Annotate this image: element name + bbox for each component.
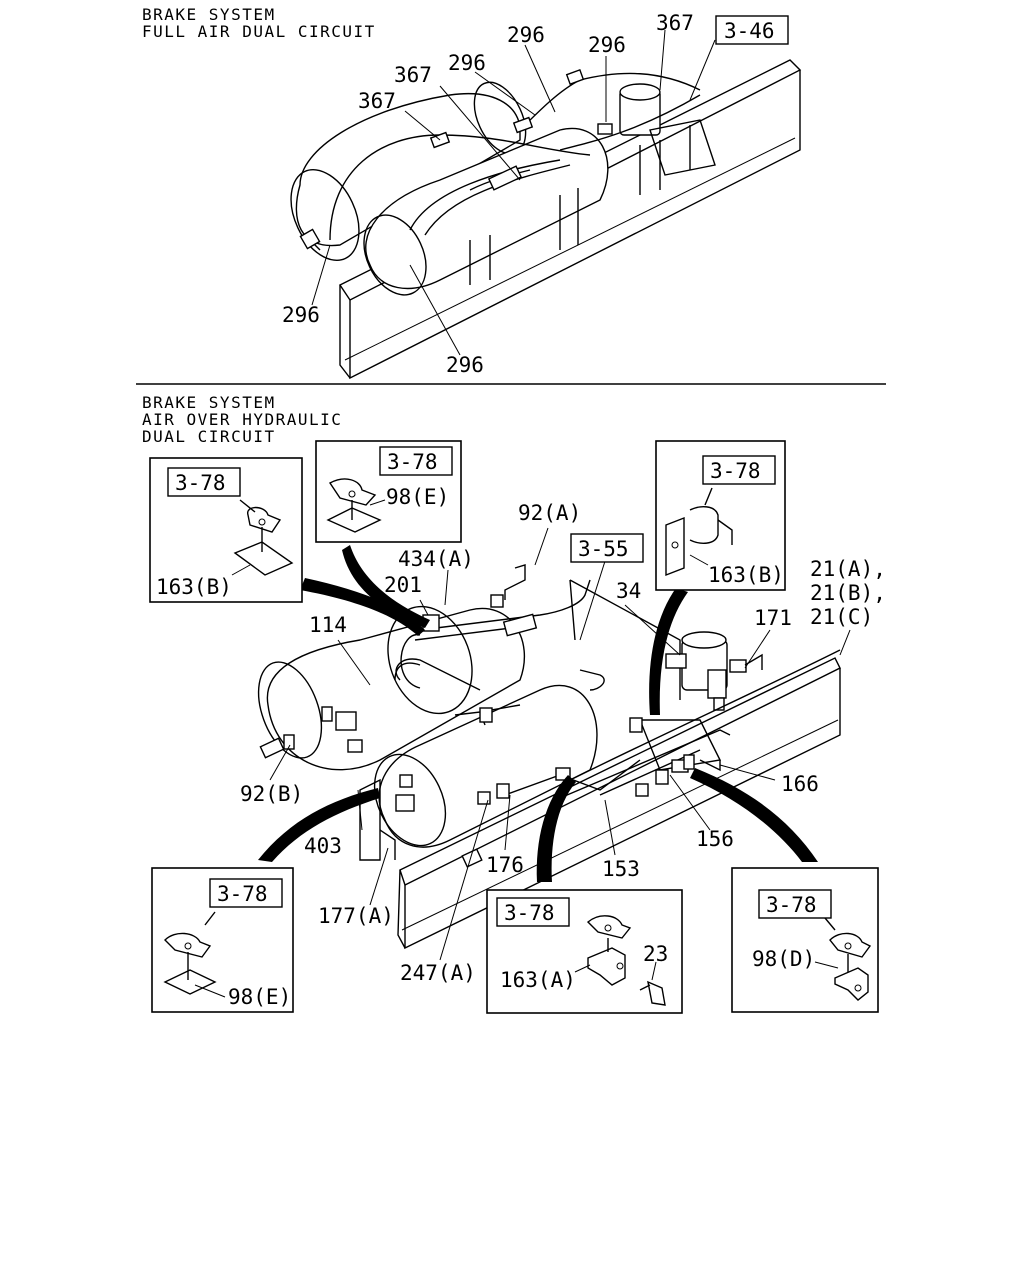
- inset-163b-left-label: 163(B): [156, 575, 232, 599]
- top-callout-367-b: 367: [394, 63, 432, 87]
- top-callout-296-d: 296: [282, 303, 320, 327]
- inset-163a-bottom: 3-78 163(A) 23: [486, 889, 683, 1014]
- bottom-rear-air-tank: [257, 605, 525, 771]
- callout-403: 403: [304, 834, 342, 858]
- inset-98e-top: 3-78 98(E): [315, 440, 462, 543]
- inset-163b-right-ref: 3-78: [710, 459, 761, 483]
- bottom-section: BRAKE SYSTEM AIR OVER HYDRAULIC DUAL CIR…: [142, 393, 886, 1014]
- inset-98d-bottom: 3-78 98(D): [731, 867, 879, 1013]
- callout-92b: 92(B): [240, 782, 303, 806]
- inset-163b-left-ref: 3-78: [175, 471, 226, 495]
- top-air-dryer: [619, 83, 716, 176]
- callout-171: 171: [754, 606, 792, 630]
- callout-23: 23: [643, 942, 668, 966]
- callout-21a: 21(A),: [810, 557, 886, 581]
- inset-163a-label: 163(A): [500, 968, 576, 992]
- bottom-title-line2: AIR OVER HYDRAULIC: [142, 410, 342, 429]
- callout-201: 201: [384, 573, 422, 597]
- callout-34: 34: [616, 579, 641, 603]
- ref-box-3-55-label: 3-55: [578, 537, 629, 561]
- bottom-callout-leaders: [269, 527, 851, 961]
- bottom-title-line1: BRAKE SYSTEM: [142, 393, 276, 412]
- top-callout-367-c: 367: [358, 89, 396, 113]
- top-callout-296-c: 296: [448, 51, 486, 75]
- bottom-title-line3: DUAL CIRCUIT: [142, 427, 276, 446]
- top-title-line2: FULL AIR DUAL CIRCUIT: [142, 22, 376, 41]
- top-callout-367-a: 367: [656, 11, 694, 35]
- callout-21b: 21(B),: [810, 581, 886, 605]
- callout-247a: 247(A): [400, 961, 476, 985]
- bottom-brake-line-21: [559, 649, 841, 786]
- top-ref-box-label: 3-46: [724, 19, 775, 43]
- top-section: BRAKE SYSTEM FULL AIR DUAL CIRCUIT: [142, 5, 802, 380]
- callout-92a: 92(A): [518, 501, 581, 525]
- inset-98d-ref: 3-78: [766, 893, 817, 917]
- inset-163b-right-label: 163(B): [708, 563, 784, 587]
- callout-114: 114: [309, 613, 347, 637]
- inset-98e-top-ref: 3-78: [387, 450, 438, 474]
- inset-163a-ref: 3-78: [504, 901, 555, 925]
- callout-21c: 21(C): [810, 605, 873, 629]
- top-callout-296-a: 296: [507, 23, 545, 47]
- callout-176: 176: [486, 853, 524, 877]
- top-title-line1: BRAKE SYSTEM: [142, 5, 276, 24]
- bottom-frame-rail: [397, 657, 841, 950]
- callout-177a: 177(A): [318, 904, 394, 928]
- bottom-air-dryer: [629, 631, 763, 797]
- callout-156: 156: [696, 827, 734, 851]
- top-callout-296-b: 296: [588, 33, 626, 57]
- bottom-loop-pipe: [400, 634, 421, 689]
- top-ref-box: 3-46: [715, 15, 789, 45]
- bottom-front-air-tank: [373, 684, 598, 868]
- inset-163b-left: 3-78 163(B): [149, 457, 303, 603]
- callout-153: 153: [602, 857, 640, 881]
- ref-box-3-55: 3-55: [570, 533, 644, 563]
- callout-166: 166: [781, 772, 819, 796]
- inset-98e-bottom: 3-78 98(E): [151, 867, 294, 1013]
- bottom-crossmember: [569, 579, 681, 700]
- inset-98d-label: 98(D): [752, 947, 815, 971]
- top-rear-air-tank: [290, 81, 527, 262]
- top-callout-296-e: 296: [446, 353, 484, 377]
- callout-434a: 434(A): [398, 547, 474, 571]
- top-callout-leaders: [311, 29, 716, 356]
- inset-98e-bottom-label: 98(E): [228, 985, 291, 1009]
- inset-98e-bottom-ref: 3-78: [217, 882, 268, 906]
- bottom-inset-pointers: [258, 545, 818, 882]
- inset-163b-right: 3-78 163(B): [655, 440, 786, 591]
- inset-98e-top-label: 98(E): [386, 485, 449, 509]
